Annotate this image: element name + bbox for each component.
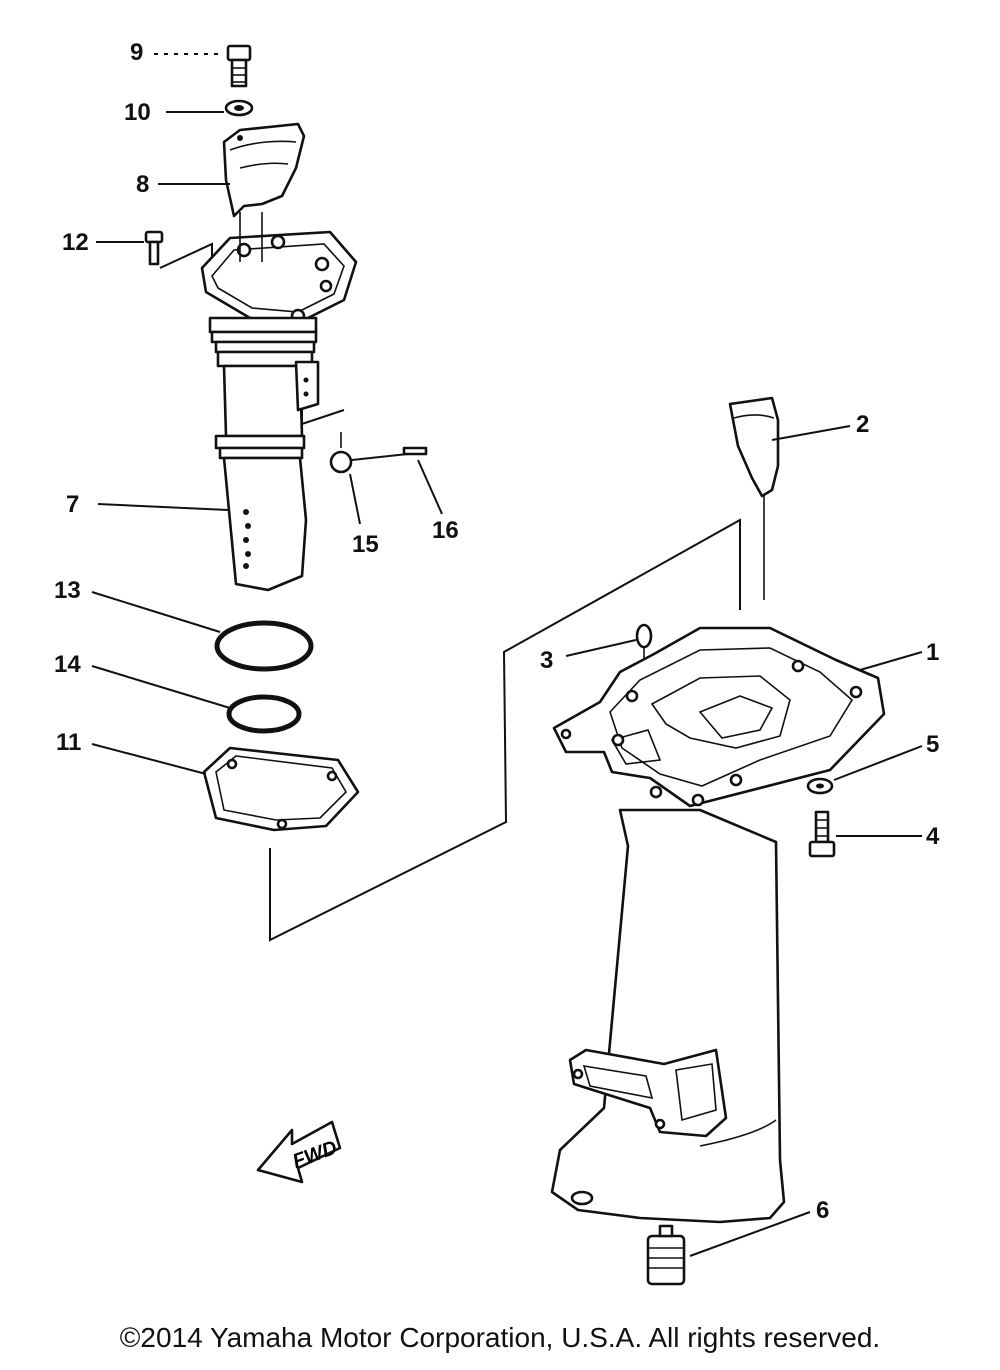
fwd-arrow-icon: FWD (256, 1120, 342, 1184)
callout-9: 9 (130, 39, 143, 66)
part-15-grommet (329, 432, 353, 474)
callout-5: 5 (926, 731, 939, 758)
part-11-gasket (202, 746, 360, 832)
part-10-washer (224, 99, 254, 117)
callout-12: 12 (62, 229, 89, 256)
callout-1: 1 (926, 639, 939, 666)
part-12-screw (144, 230, 164, 266)
upper-casing (200, 212, 358, 592)
part-5-washer (806, 777, 834, 795)
part-13-o-ring (214, 620, 314, 672)
callout-6: 6 (816, 1197, 829, 1224)
leader-lines (91, 53, 923, 1257)
callout-14: 14 (54, 651, 81, 678)
callout-8: 8 (136, 171, 149, 198)
copyright-notice: ©2014 Yamaha Motor Corporation, U.S.A. A… (119, 1322, 881, 1353)
callout-11: 11 (56, 729, 81, 756)
part-4-bolt (808, 810, 836, 858)
part-9-bolt (226, 44, 252, 88)
part-1-housing (550, 626, 886, 1224)
callout-10: 10 (124, 99, 151, 126)
part-8-cover (222, 122, 306, 218)
callout-7: 7 (66, 491, 79, 518)
part-14-o-ring (226, 694, 302, 734)
callout-4: 4 (926, 823, 940, 850)
callout-16: 16 (432, 517, 459, 544)
part-16-pin (351, 446, 428, 461)
callout-3: 3 (540, 647, 553, 674)
callout-13: 13 (54, 577, 81, 604)
callout-labels: 9 10 8 12 7 13 14 11 15 16 2 3 1 5 4 6 (54, 39, 940, 1224)
callout-2: 2 (856, 411, 869, 438)
part-6-plug (646, 1224, 686, 1286)
callout-15: 15 (352, 531, 379, 558)
part-2-cover (728, 396, 780, 600)
